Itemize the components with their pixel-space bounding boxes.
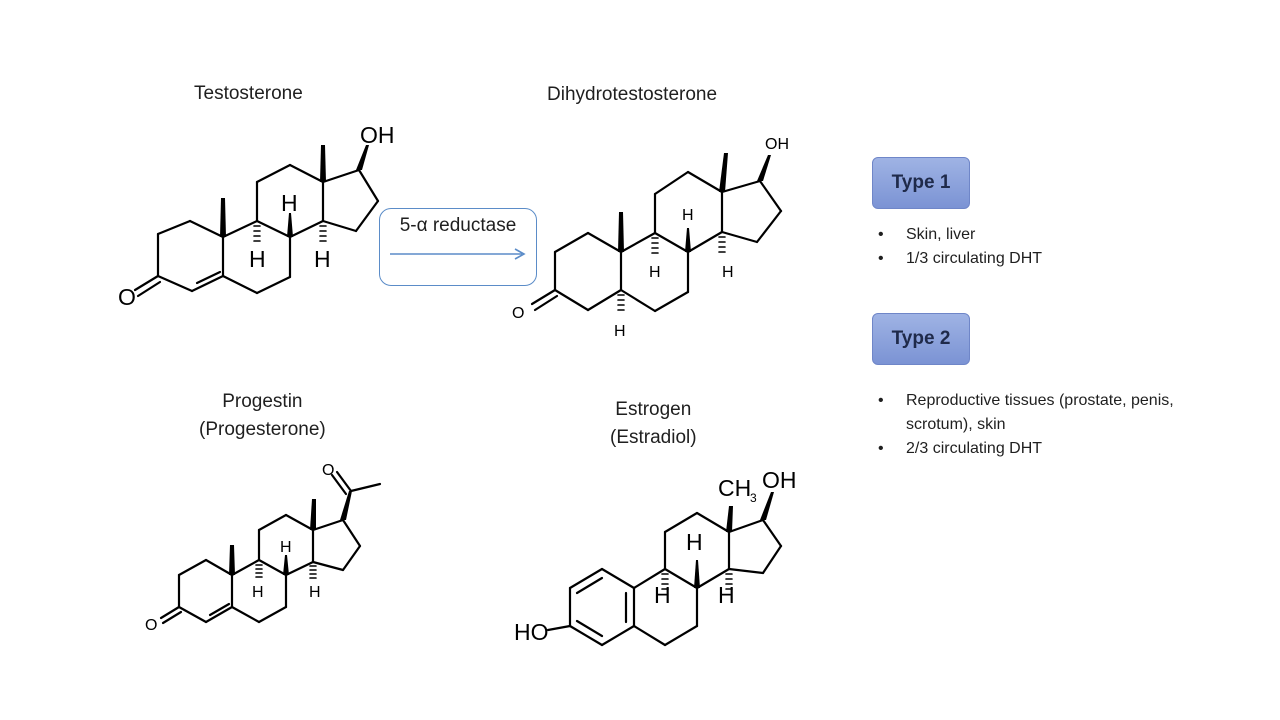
list-item: Reproductive tissues (prostate, penis, s… — [872, 389, 1192, 437]
estradiol-h-label: H — [718, 582, 735, 608]
estradiol-ch3-subscript: 3 — [750, 491, 757, 505]
testosterone-oh-label: OH — [360, 122, 395, 148]
type-2-label: Type 2 — [872, 313, 970, 365]
list-item: 2/3 circulating DHT — [872, 437, 1192, 461]
progesterone-h-label: H — [280, 539, 292, 556]
progesterone-o-label: O — [145, 617, 157, 634]
estradiol-h-label: H — [654, 582, 671, 608]
progesterone-h-label: H — [309, 584, 321, 601]
testosterone-o-label: O — [118, 284, 136, 310]
progesterone-ketone-o-label: O — [322, 462, 334, 479]
dht-h-label: H — [649, 264, 661, 281]
testosterone-h-label: H — [249, 246, 266, 272]
estradiol-oh-label: OH — [762, 467, 797, 493]
dht-h-label: H — [682, 207, 694, 224]
estradiol-ho-label: HO — [514, 619, 549, 645]
reaction-arrow-icon — [390, 248, 526, 260]
testosterone-h-label: H — [281, 190, 298, 216]
type-1-bullets: Skin, liver 1/3 circulating DHT — [872, 223, 1192, 271]
dht-label: Dihydrotestosterone — [547, 84, 718, 105]
progesterone-h-label: H — [252, 584, 264, 601]
enzyme-label: 5-α reductase — [399, 215, 517, 236]
dht-h-label: H — [722, 264, 734, 281]
list-item: Skin, liver — [872, 223, 1192, 247]
estradiol-ch3-label: CH — [718, 475, 751, 501]
type-1-label: Type 1 — [872, 157, 970, 209]
estradiol-h-label: H — [686, 529, 703, 555]
estrogen-label: Estrogen (Estradiol) — [610, 399, 697, 448]
enzyme-reaction-box: 5-α reductase — [379, 208, 537, 286]
type-2-bullets: Reproductive tissues (prostate, penis, s… — [872, 389, 1192, 461]
list-item: 1/3 circulating DHT — [872, 247, 1192, 271]
dht-o-label: O — [512, 305, 524, 322]
testosterone-h-label: H — [314, 246, 331, 272]
progestin-label: Progestin (Progesterone) — [199, 391, 326, 440]
dht-oh-label: OH — [765, 136, 789, 153]
testosterone-label: Testosterone — [194, 83, 303, 104]
dht-h-label: H — [614, 323, 626, 340]
